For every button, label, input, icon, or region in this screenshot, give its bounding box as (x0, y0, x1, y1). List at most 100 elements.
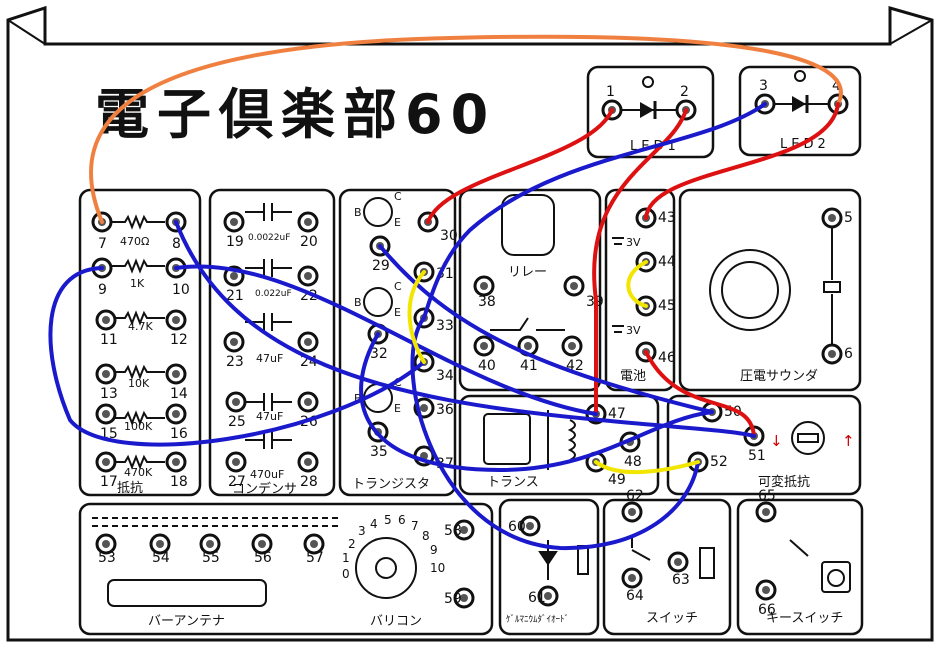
switch-label: スイッチ (646, 611, 698, 626)
relay-body (490, 194, 565, 331)
terminal-66[interactable]: 66 (755, 579, 777, 618)
varicon-label: バリコン (370, 614, 422, 629)
terminal-15[interactable]: 15 (95, 403, 118, 442)
terminal-59[interactable]: 59 (444, 587, 475, 609)
bar-antenna-panel (78, 502, 494, 636)
terminal-20[interactable]: 20 (297, 211, 319, 250)
terminal-54[interactable]: 54 (149, 533, 171, 566)
terminal-19[interactable]: 19 (223, 211, 245, 250)
terminal-62[interactable]: 62 (621, 488, 644, 523)
wire-red-2-47[interactable] (592, 108, 688, 416)
terminal-number-23: 23 (226, 354, 244, 370)
wire-blue-29-50[interactable] (378, 244, 714, 414)
terminal-number-38: 38 (478, 294, 496, 310)
battery-top-voltage: 3V (626, 236, 641, 249)
terminal-5[interactable]: 5 (821, 207, 853, 229)
terminal-number-55: 55 (202, 550, 220, 566)
terminal-6[interactable]: 6 (821, 343, 853, 365)
r15-16-value: 100K (124, 420, 153, 433)
terminal-38[interactable]: 38 (473, 275, 496, 310)
terminal-23[interactable]: 23 (223, 331, 245, 370)
wire-layer (48, 34, 843, 551)
r11-12-value: 4.7K (128, 320, 153, 333)
terminal-number-45: 45 (658, 298, 676, 314)
terminal-55[interactable]: 55 (199, 533, 221, 566)
terminal-number-5: 5 (844, 210, 853, 226)
wire-red-46-51[interactable] (644, 350, 756, 438)
tr1-b-label: B (354, 206, 362, 219)
terminal-11[interactable]: 11 (95, 309, 118, 348)
wire-blue-32-50[interactable] (359, 332, 714, 473)
terminal-number-61: 61 (528, 590, 546, 606)
terminal-60[interactable]: 60 (508, 515, 541, 537)
variable-resistor-knob (791, 421, 825, 455)
terminal-number-1: 1 (606, 84, 615, 100)
terminal-53[interactable]: 53 (95, 533, 117, 566)
dial-5: 5 (384, 513, 392, 527)
terminal-28[interactable]: 28 (297, 451, 319, 490)
terminal-24[interactable]: 24 (297, 331, 319, 370)
terminal-57[interactable]: 57 (303, 533, 325, 566)
terminal-number-30: 30 (440, 228, 458, 244)
terminal-number-2: 2 (680, 84, 689, 100)
tr3-e-label: E (394, 402, 401, 415)
terminal-number-36: 36 (436, 402, 454, 418)
terminal-number-33: 33 (436, 318, 454, 334)
key-switch-label: キースイッチ (766, 611, 843, 626)
battery-label: 電池 (620, 369, 646, 384)
resistor-label: 抵抗 (117, 481, 143, 496)
terminal-number-32: 32 (370, 346, 388, 362)
terminal-14[interactable]: 14 (165, 363, 188, 402)
wire-orange-7-4[interactable] (88, 34, 843, 224)
terminal-56[interactable]: 56 (251, 533, 273, 566)
arrow-down-left: ↓ (770, 432, 783, 450)
terminal-number-28: 28 (300, 474, 318, 490)
wire-blue-9-34[interactable] (48, 266, 426, 447)
terminal-27[interactable]: 27 (225, 451, 247, 490)
terminal-number-46: 46 (658, 350, 676, 366)
dial-8: 8 (422, 529, 430, 543)
wire-yellow-44-45[interactable] (626, 260, 648, 308)
dial-4: 4 (370, 517, 378, 531)
terminal-39[interactable]: 39 (563, 275, 604, 310)
terminal-number-57: 57 (306, 550, 324, 566)
wire-blue-10-47[interactable] (174, 264, 598, 416)
terminal-number-53: 53 (98, 550, 116, 566)
wire-red-1-30[interactable] (426, 108, 614, 224)
buzzer-label: 圧電サウンダ (740, 369, 818, 384)
terminal-64[interactable]: 64 (621, 567, 644, 604)
c21-22-value: 0.022uF (255, 289, 292, 299)
capacitor-values: 0.0022uF 0.022uF 47uF 47uF 470uF (248, 233, 292, 481)
wire-blue-3-33[interactable] (422, 102, 767, 320)
dial-9: 9 (430, 543, 438, 557)
terminal-number-29: 29 (372, 258, 390, 274)
terminal-13[interactable]: 13 (95, 363, 118, 402)
terminal-number-47: 47 (608, 406, 626, 422)
wire-yellow-48-52[interactable] (594, 460, 700, 475)
terminal-18[interactable]: 18 (165, 451, 188, 490)
terminal-number-27: 27 (228, 474, 246, 490)
terminal-63[interactable]: 63 (667, 551, 690, 588)
capacitor-symbols (245, 203, 292, 449)
terminal-number-59: 59 (444, 591, 462, 607)
key-switch-symbol (789, 539, 851, 593)
battery-bottom-voltage: 3V (626, 324, 641, 337)
terminal-61[interactable]: 61 (528, 585, 559, 607)
terminal-25[interactable]: 25 (225, 391, 247, 430)
terminal-16[interactable]: 16 (165, 403, 188, 442)
terminal-number-52: 52 (710, 454, 728, 470)
wire-blue-8-51[interactable] (174, 220, 756, 438)
terminal-58[interactable]: 58 (444, 519, 475, 541)
buzzer-symbol (709, 228, 841, 346)
wire-blue-33-52[interactable] (410, 316, 700, 551)
dial-1: 1 (342, 551, 350, 565)
c27-28-value: 470uF (250, 468, 284, 481)
wire-red-4-43[interactable] (644, 102, 840, 220)
wire-yellow-31-34[interactable] (407, 270, 426, 364)
terminal-40[interactable]: 40 (473, 335, 496, 374)
tr2-b-label: B (354, 296, 362, 309)
terminal-17[interactable]: 17 (95, 451, 118, 490)
terminal-65[interactable]: 65 (755, 488, 777, 523)
terminal-12[interactable]: 12 (165, 309, 188, 348)
